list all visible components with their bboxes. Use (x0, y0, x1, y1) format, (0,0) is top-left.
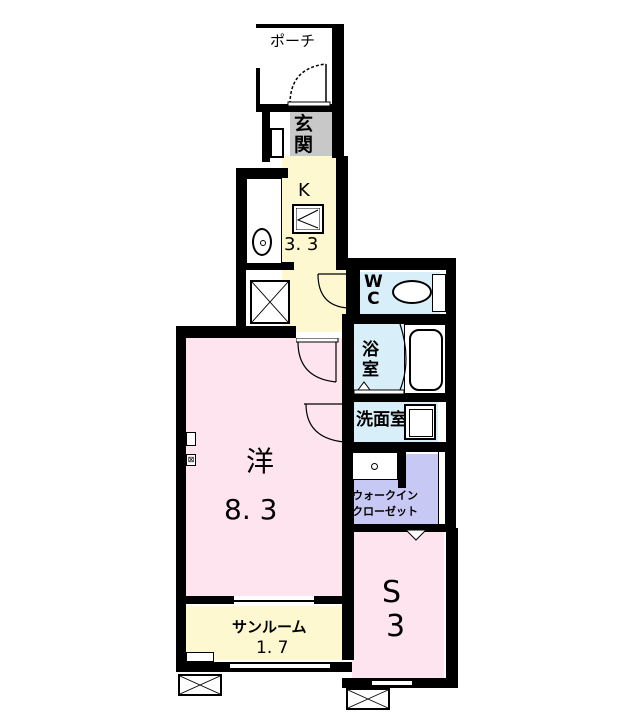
entrance-label: 玄 関 (294, 114, 313, 156)
bathroom-room (352, 324, 404, 394)
bathroom-label-line1: 浴 (362, 340, 379, 360)
wall (256, 68, 260, 104)
wall (336, 258, 456, 270)
wall (236, 262, 294, 270)
kitchen-label: K (298, 180, 310, 201)
wall (446, 528, 458, 688)
wall (346, 394, 450, 402)
sink-icon (252, 228, 272, 256)
walk-in-closet-label-line1: ウォークイン (352, 489, 418, 502)
entrance-room (290, 112, 332, 156)
bathroom-door-icon[interactable] (354, 324, 408, 396)
wall (176, 326, 296, 338)
porch-area (258, 28, 332, 112)
walk-in-closet-label-line2: クローゼット (352, 505, 418, 518)
wall-outlet-icon (186, 432, 196, 446)
closet-door-arrow-icon (405, 530, 427, 541)
bathtub-icon (404, 324, 446, 394)
bathroom-label: 浴 室 (362, 340, 379, 380)
wall (346, 270, 360, 324)
washroom-door-icon[interactable] (304, 402, 346, 444)
storage-room (352, 530, 444, 678)
sunroom-unit (186, 652, 214, 662)
wall (346, 524, 450, 532)
wall (286, 104, 334, 112)
toilet-icon (392, 280, 432, 304)
toilet-tank (432, 274, 446, 312)
wc-label: W C (364, 274, 383, 308)
wall (236, 168, 288, 178)
outdoor-unit-icon (178, 674, 222, 696)
wall (342, 314, 354, 660)
shoe-cabinet (270, 128, 284, 158)
entrance-door-icon[interactable] (286, 58, 332, 108)
washroom-label: 洗面室 (356, 410, 407, 430)
storage-room-label: S (382, 575, 402, 610)
entrance-label-line2: 関 (294, 134, 314, 156)
outdoor-unit-icon (346, 688, 390, 710)
kitchen-size: 3. 3 (284, 234, 319, 255)
wall (336, 156, 348, 260)
wall (262, 112, 270, 162)
western-room-size: 8. 3 (224, 493, 278, 526)
closet-shelf (438, 452, 446, 524)
storage-window[interactable] (372, 680, 412, 686)
wc-door-icon[interactable] (316, 272, 350, 312)
wall (314, 596, 346, 604)
wall (176, 326, 186, 672)
sliding-door[interactable] (234, 600, 314, 602)
storage-room-size: 3 (386, 609, 406, 644)
wall (256, 24, 336, 28)
washing-machine-icon (404, 404, 436, 440)
sunroom-window[interactable] (230, 662, 330, 670)
washbasin-icon (352, 452, 398, 480)
wall (398, 452, 406, 488)
wall (236, 168, 246, 334)
wall (332, 24, 344, 158)
storage-box-icon (250, 280, 290, 324)
sunroom-label: サンルーム (232, 618, 307, 636)
sunroom-size: 1. 7 (256, 638, 289, 658)
western-room-label: 洋 (246, 445, 275, 478)
wc-label-line1: W (364, 272, 383, 292)
western-room-door-icon[interactable] (296, 338, 340, 384)
wall-outlet-icon: ⊠ (186, 454, 196, 466)
wall (446, 258, 456, 528)
stove-icon (292, 204, 324, 234)
wc-label-line2: C (367, 289, 380, 309)
walk-in-closet-label: ウォークイン クローゼット (352, 488, 418, 520)
wall (346, 314, 450, 324)
porch-label: ポーチ (270, 32, 316, 50)
bathroom-label-line2: 室 (362, 360, 379, 380)
western-room (184, 338, 346, 596)
sunroom-room (184, 606, 342, 660)
wall (186, 596, 234, 604)
wall (346, 442, 450, 452)
entrance-label-line1: 玄 (294, 113, 314, 135)
wall (256, 104, 286, 112)
